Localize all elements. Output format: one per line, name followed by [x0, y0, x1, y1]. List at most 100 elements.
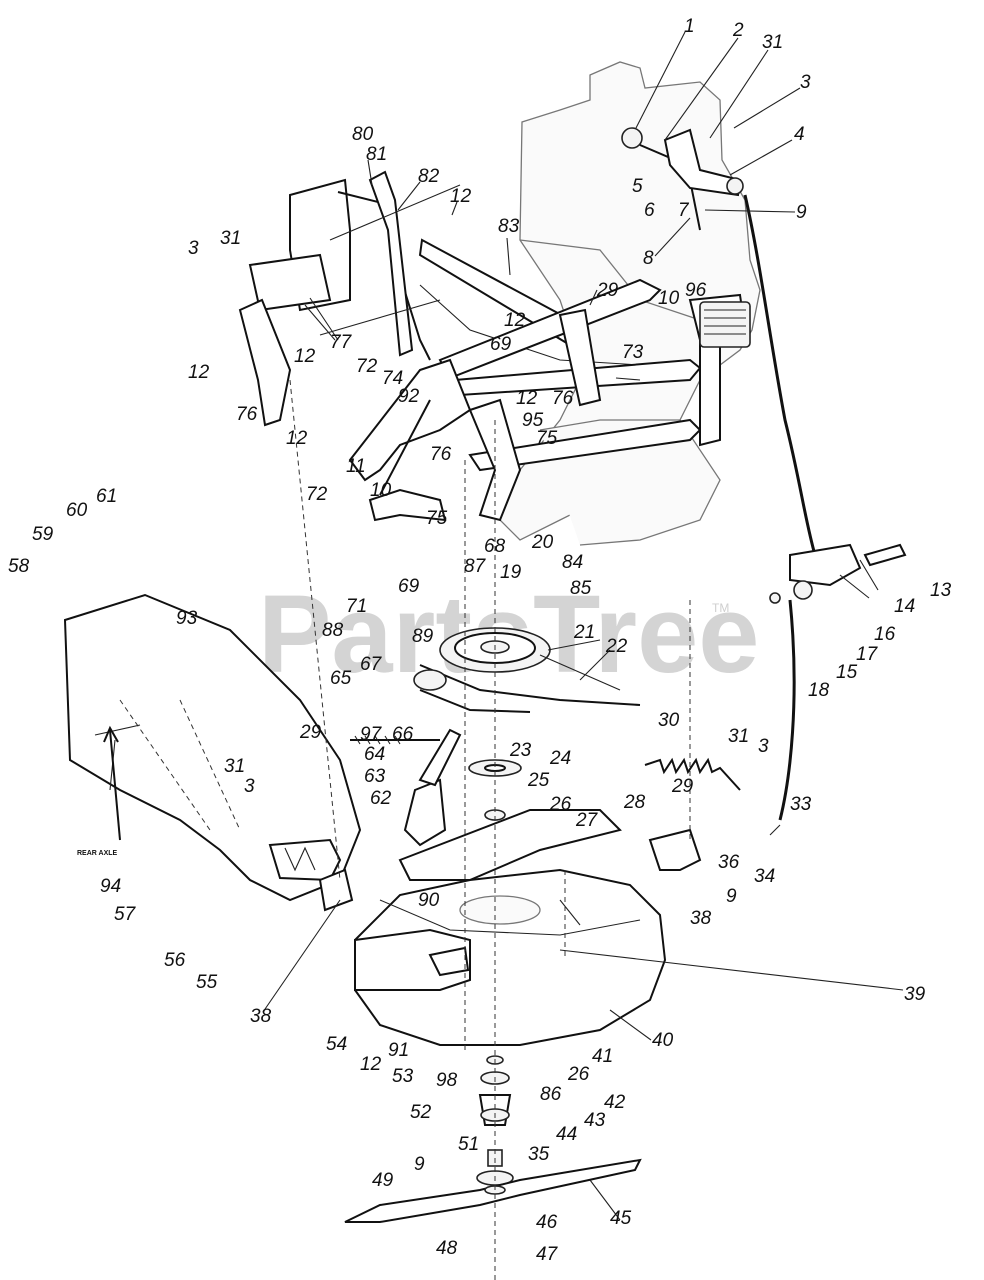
callout: 49 [372, 1170, 394, 1191]
callout: 34 [754, 866, 775, 887]
callout: 9 [414, 1154, 425, 1175]
assembly-centerlines [289, 379, 691, 1280]
callout: 95 [522, 410, 544, 431]
callout: 26 [549, 794, 572, 815]
leader-lines [262, 31, 904, 1221]
callout: 80 [352, 124, 374, 145]
callout: 29 [299, 722, 322, 743]
callout: 64 [364, 744, 385, 765]
callout: 24 [549, 748, 571, 769]
callout: 54 [326, 1034, 347, 1055]
callout: 12 [360, 1054, 382, 1075]
callout: 14 [894, 596, 915, 617]
callout: 2 [732, 20, 744, 41]
callout: 3 [800, 72, 811, 93]
callout: 19 [500, 562, 522, 583]
deck-hanger-left [268, 838, 354, 912]
callout: 51 [458, 1134, 479, 1155]
callout: 68 [484, 536, 506, 557]
callout: 8 [643, 248, 654, 269]
callout: 73 [622, 342, 644, 363]
callout: 7 [678, 200, 690, 221]
callout: 58 [8, 556, 30, 577]
callout: 15 [836, 662, 858, 683]
pedal-pad [699, 301, 751, 348]
callout: 9 [726, 886, 737, 907]
callout-labels: 1 2 31 3 4 5 6 7 9 8 80 81 82 12 83 3 31… [8, 16, 952, 1265]
callout: 40 [652, 1030, 674, 1051]
callout: 82 [418, 166, 440, 187]
callout: 52 [410, 1102, 432, 1123]
callout: 38 [250, 1006, 272, 1027]
callout: 97 [360, 724, 383, 745]
callout: 12 [516, 388, 538, 409]
callout: 92 [398, 386, 420, 407]
rear-axle-arrow: REAR AXLE [77, 725, 121, 857]
callout: 81 [366, 144, 387, 165]
deck-top-plate [398, 809, 702, 881]
callout: 69 [398, 576, 420, 597]
callout: 88 [322, 620, 344, 641]
callout: 10 [658, 288, 680, 309]
callout: 66 [392, 724, 414, 745]
callout: 85 [570, 578, 592, 599]
callout: 29 [671, 776, 694, 797]
idler-arm [350, 728, 462, 847]
callout: 12 [286, 428, 308, 449]
callout: 16 [874, 624, 896, 645]
callout: 21 [573, 622, 595, 643]
callout: 30 [658, 710, 680, 731]
callout: 67 [360, 654, 383, 675]
callout: 90 [418, 890, 440, 911]
callout: 10 [370, 480, 392, 501]
callout: 61 [96, 486, 117, 507]
callout: 76 [430, 444, 452, 465]
callout: 31 [220, 228, 241, 249]
callout: 31 [224, 756, 245, 777]
callout: 75 [426, 508, 448, 529]
callout: 29 [596, 280, 619, 301]
svg-text:REAR AXLE: REAR AXLE [77, 850, 118, 857]
callout: 31 [762, 32, 783, 53]
callout: 41 [592, 1046, 613, 1067]
callout: 3 [244, 776, 255, 797]
tension-spring [644, 757, 741, 791]
callout: 17 [856, 644, 879, 665]
callout: 57 [114, 904, 137, 925]
callout: 93 [176, 608, 198, 629]
callout: 4 [794, 124, 805, 145]
callout: 12 [504, 310, 526, 331]
control-lever-assembly [621, 127, 817, 821]
callout: 11 [346, 456, 366, 477]
callout: 75 [536, 428, 558, 449]
callout: 36 [718, 852, 740, 873]
callout: 56 [164, 950, 186, 971]
callout: 87 [464, 556, 487, 577]
callout: 76 [552, 388, 574, 409]
callout: 74 [382, 368, 403, 389]
callout: 44 [556, 1124, 577, 1145]
callout: 31 [728, 726, 749, 747]
callout: 3 [758, 736, 769, 757]
callout: 46 [536, 1212, 558, 1233]
callout: 43 [584, 1110, 606, 1131]
callout: 6 [644, 200, 655, 221]
callout: 1 [684, 16, 695, 37]
callout: 83 [498, 216, 520, 237]
callout: 53 [392, 1066, 414, 1087]
callout: 12 [188, 362, 210, 383]
callout: 55 [196, 972, 218, 993]
callout: 26 [567, 1064, 590, 1085]
callout: 96 [685, 280, 707, 301]
callout: 84 [562, 552, 583, 573]
callout: 25 [527, 770, 550, 791]
callout: 20 [531, 532, 554, 553]
callout: 18 [808, 680, 830, 701]
callout: 59 [32, 524, 54, 545]
callout: 12 [294, 346, 316, 367]
callout: 35 [528, 1144, 550, 1165]
callout: 28 [623, 792, 646, 813]
callout: 42 [604, 1092, 626, 1113]
callout: 89 [412, 626, 434, 647]
